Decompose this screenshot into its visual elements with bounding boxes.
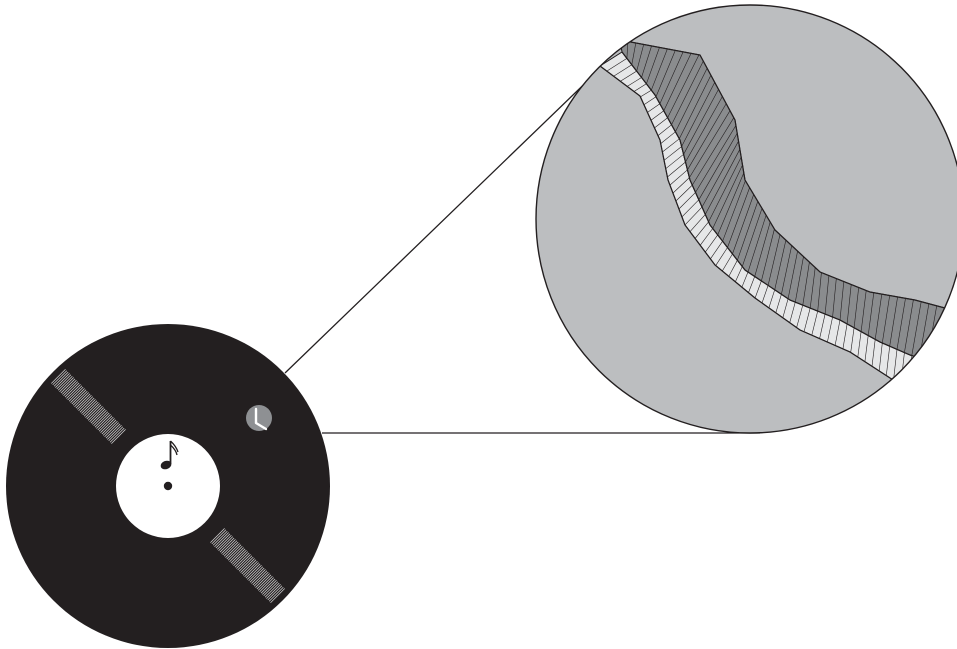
clock-icon [246,405,272,431]
groove-hatch-light [945,368,950,410]
groove-hatch-light [916,358,920,393]
spindle-hole [164,482,172,490]
groove-hatch-light [923,361,927,398]
groove-hatch-dark [950,312,957,368]
groove-hatch-light [930,363,934,401]
vinyl-record-icon [6,324,330,648]
magnified-groove-icon [536,5,957,433]
groove-hatch-dark [942,310,952,366]
groove-hatch-light [938,366,943,406]
